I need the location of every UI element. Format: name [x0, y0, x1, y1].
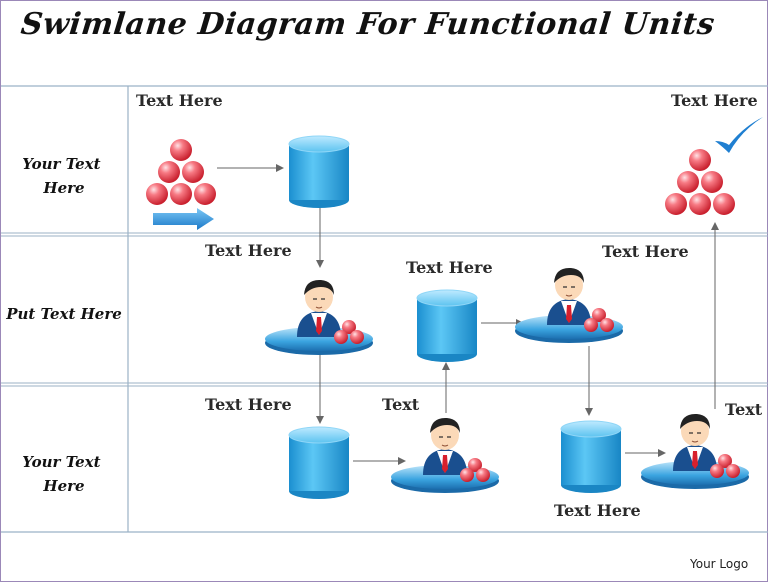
label-lane3-a: Text Here [205, 395, 292, 414]
cylinder-icon [416, 289, 478, 363]
label-lane3-d: Text Here [554, 501, 641, 520]
checkmark-icon [715, 117, 763, 153]
label-lane2-b: Text Here [406, 258, 493, 277]
person-at-desk-icon [640, 413, 750, 490]
label-lane3-b: Text [382, 395, 420, 414]
person-at-desk-icon [514, 267, 624, 344]
cylinder-icon [560, 420, 622, 494]
cylinder-icon [288, 426, 350, 500]
person-at-desk-icon [264, 279, 374, 356]
lane-3-label-line-2: Here [42, 477, 84, 495]
logo-text: Your Logo [689, 557, 748, 571]
lane-1-label: Your Text Here [22, 155, 106, 197]
lane-2-label-line-1: Put Text Here [5, 305, 122, 323]
cylinder-icon [288, 135, 350, 209]
goal-ball-pyramid-icon [665, 149, 735, 215]
lane-1-label-line-2: Here [42, 179, 84, 197]
label-lane1-right: Text Here [671, 91, 758, 110]
lane-3-label: Your Text Here [22, 453, 106, 495]
label-lane3-c: Text [725, 400, 763, 419]
lane-3-label-line-1: Your Text [22, 453, 100, 471]
right-arrow-icon [153, 208, 214, 230]
label-lane2-a: Text Here [205, 241, 292, 260]
lane-2-label: Put Text Here [5, 305, 122, 323]
lane-grid [1, 85, 768, 533]
connectors [217, 164, 719, 465]
lane-1-label-line-1: Your Text [22, 155, 100, 173]
person-at-desk-icon [390, 417, 500, 494]
ball-pyramid-icon [146, 139, 216, 205]
label-lane2-c: Text Here [602, 242, 689, 261]
label-lane1-left: Text Here [136, 91, 223, 110]
